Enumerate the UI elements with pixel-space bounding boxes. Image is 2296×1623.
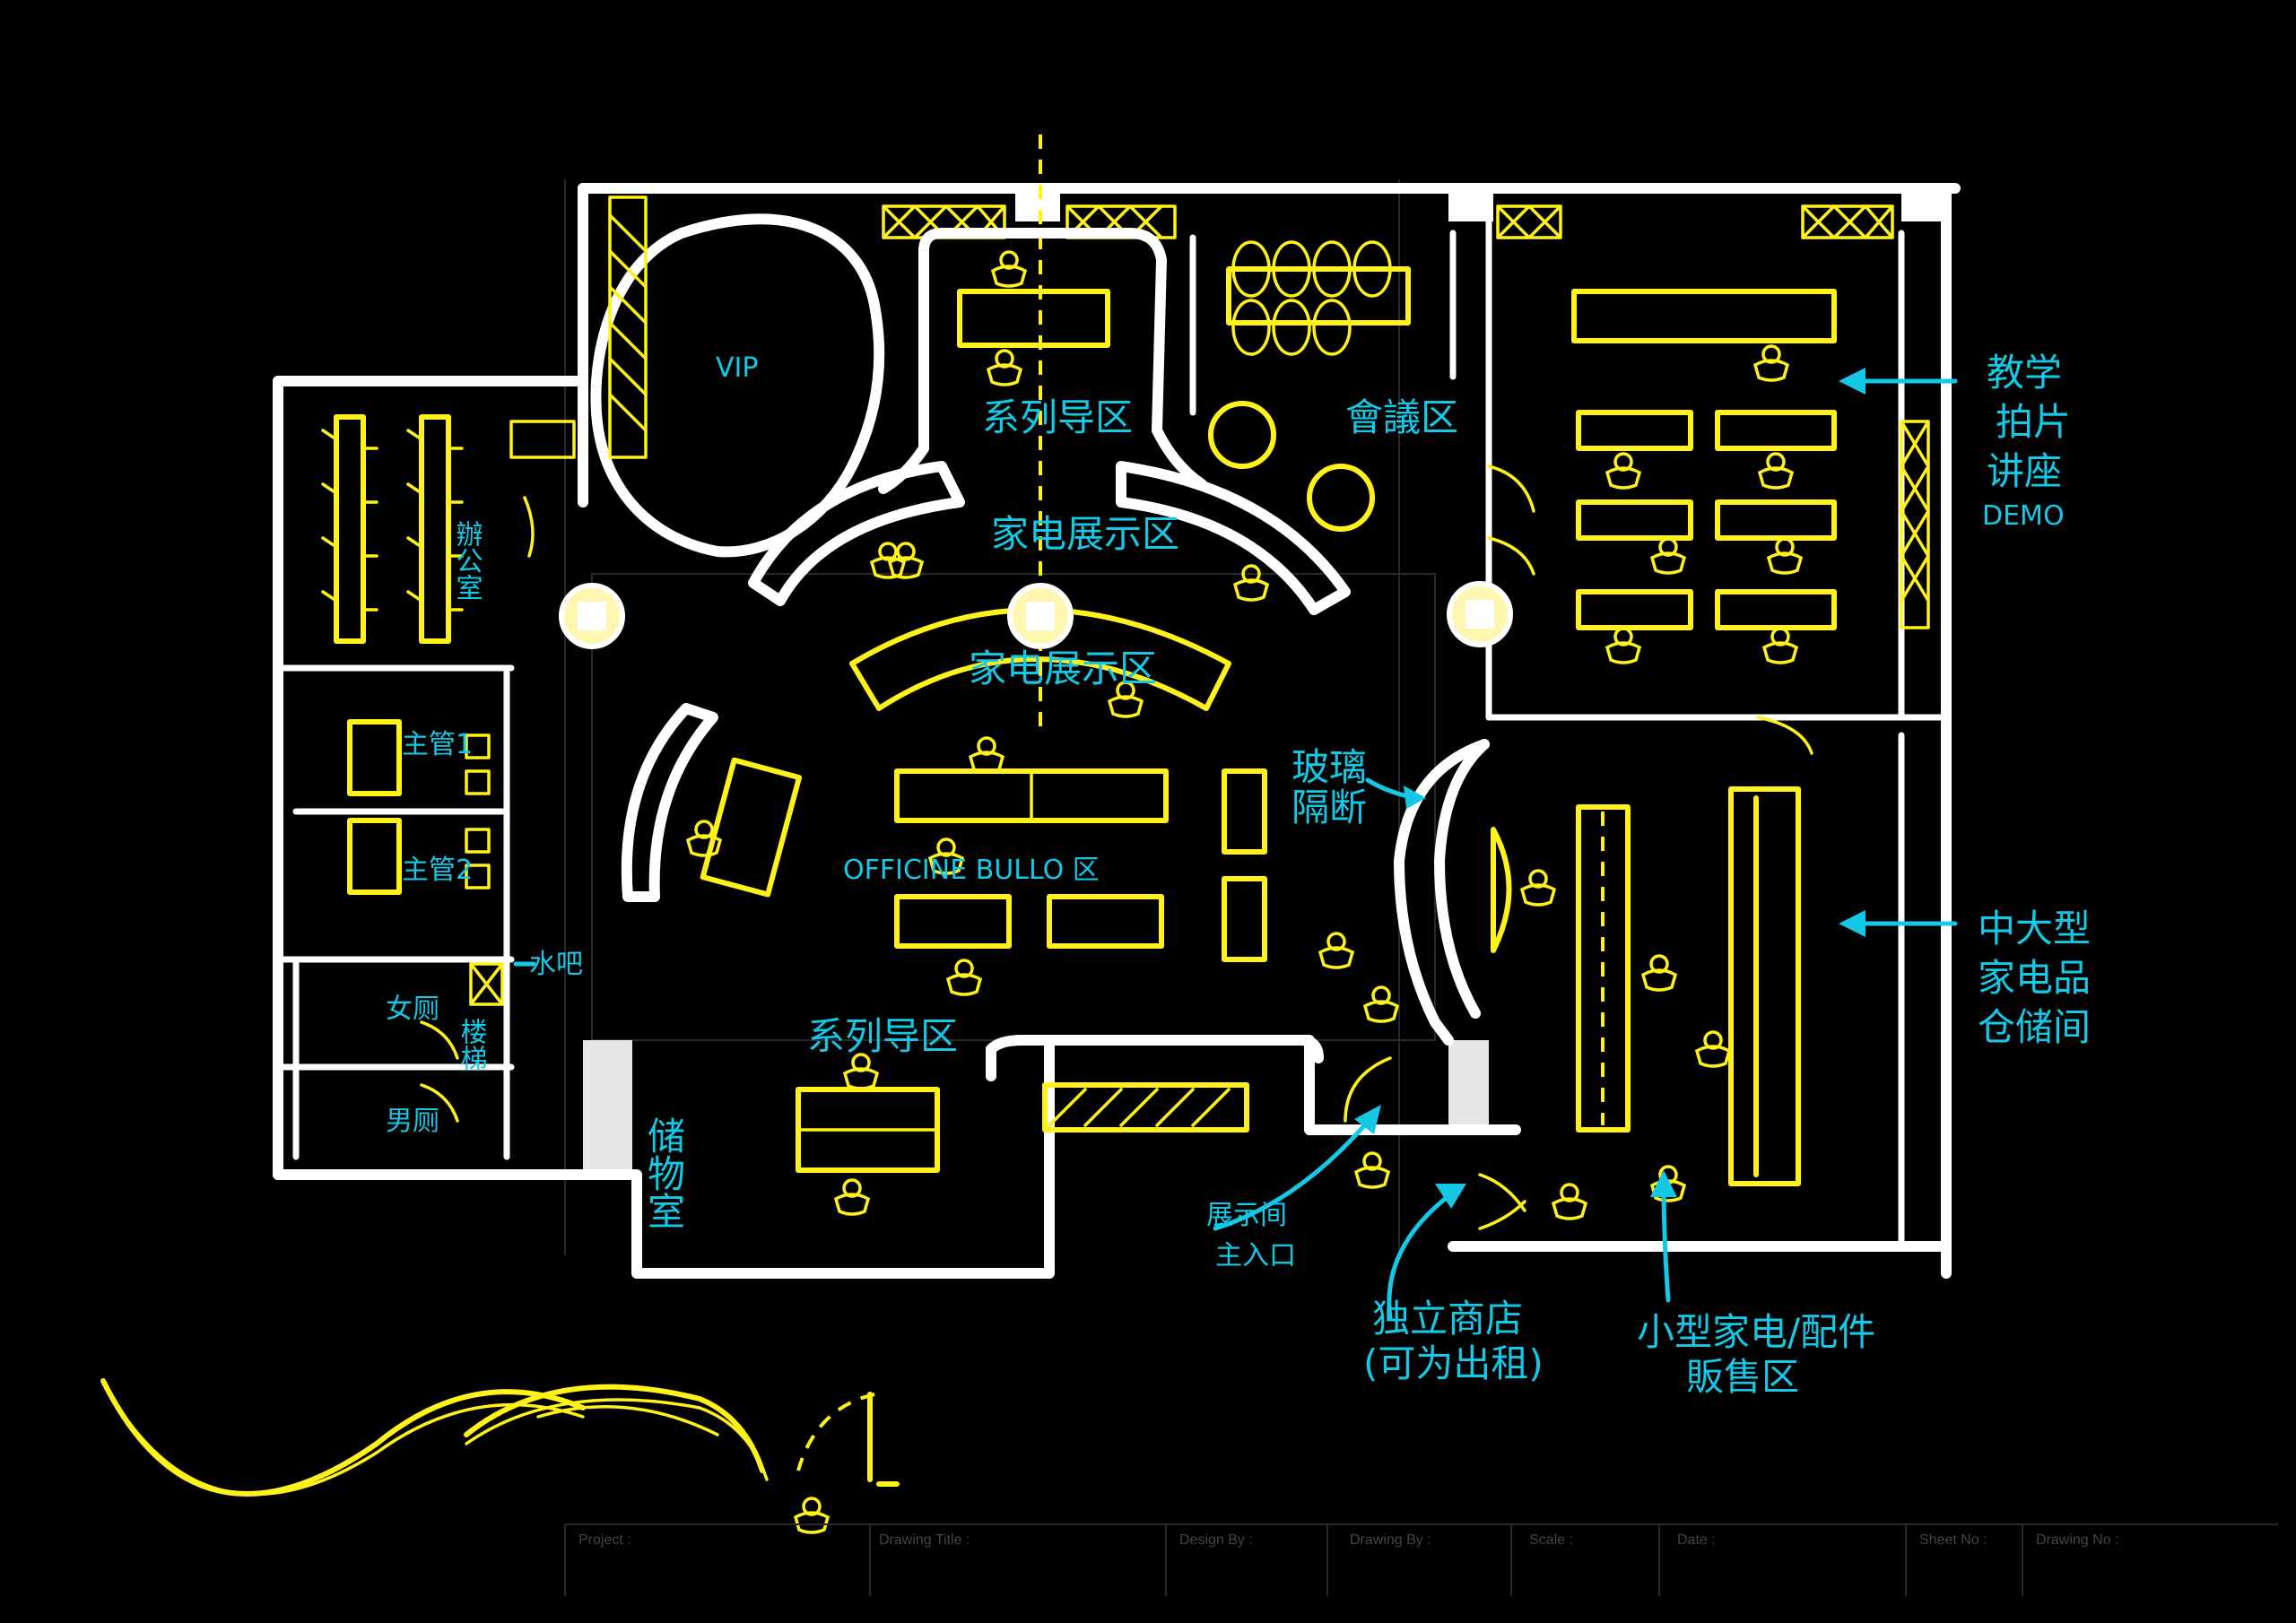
label-gents: 男厕	[386, 1106, 439, 1137]
label-teach-2: 拍片	[1996, 400, 2071, 444]
light-icon	[1010, 586, 1071, 647]
label-storage-small: 储物室	[642, 1116, 686, 1229]
light-icon	[561, 586, 622, 647]
doors	[523, 464, 1813, 1230]
tb-drawing-by: Drawing By :	[1350, 1532, 1431, 1548]
label-corridor: 楼梯	[456, 1018, 488, 1072]
restrooms	[292, 956, 459, 1160]
label-meeting: 會議区	[1345, 395, 1458, 439]
label-showroom-1: 展示间	[1206, 1200, 1287, 1231]
tb-drawing-no: Drawing No :	[2036, 1532, 2118, 1548]
label-ladies: 女厕	[386, 994, 439, 1025]
teaching-furniture	[1571, 289, 1837, 630]
label-office: 辦公室	[451, 520, 483, 601]
label-appliance-display-2: 家电展示区	[969, 647, 1157, 690]
label-large-2: 家电品	[1978, 956, 2091, 1000]
label-small-2: 販售区	[1686, 1355, 1799, 1399]
label-shop-2: (可为出租)	[1363, 1341, 1544, 1385]
person-symbols	[686, 344, 1803, 1534]
tb-scale: Scale :	[1529, 1532, 1573, 1548]
light-icon	[1449, 584, 1510, 645]
label-small-1: 小型家电/配件	[1637, 1310, 1875, 1354]
label-appliance-display-1: 家电展示区	[991, 512, 1179, 556]
label-director1: 主管1	[402, 729, 473, 760]
ceiling-lights	[561, 584, 1510, 647]
structural-bracing	[469, 204, 1930, 1006]
display-arcs	[748, 461, 1351, 711]
label-director2: 主管2	[402, 855, 473, 886]
tb-date: Date :	[1677, 1532, 1716, 1548]
tb-drawing-title: Drawing Title :	[879, 1532, 970, 1548]
label-large-1: 中大型	[1978, 907, 2091, 950]
central-furniture	[621, 703, 1324, 1173]
label-large-3: 仓储间	[1978, 1005, 2091, 1049]
label-glass-1: 玻璃	[1292, 745, 1367, 789]
meeting-room	[1189, 230, 1457, 532]
tb-project: Project :	[578, 1532, 631, 1548]
label-vip: VIP	[716, 352, 758, 384]
label-teach-3: 讲座	[1987, 449, 2062, 493]
annotation-arrows	[513, 368, 1958, 1321]
label-teach-1: 教学	[1987, 351, 2062, 395]
label-showroom-2: 主入口	[1215, 1240, 1296, 1271]
glass-partition	[1394, 739, 1490, 1046]
label-series-a: 系列导区	[982, 395, 1133, 439]
label-series-b: 系列导区	[807, 1014, 958, 1058]
label-shop-1: 独立商店	[1372, 1297, 1523, 1341]
series-corridor	[878, 228, 1207, 494]
label-glass-2: 隔断	[1292, 785, 1367, 829]
label-water: 水吧	[529, 949, 583, 980]
director-rooms	[292, 719, 506, 895]
label-teach-4: DEMO	[1982, 500, 2065, 532]
elevation-sketch	[100, 1378, 900, 1497]
label-officine: OFFICINE BULLO 区	[843, 855, 1100, 886]
office-workstations	[321, 414, 576, 644]
room-labels: VIP 系列导区 家电展示区 家电展示区 會議区 辦公室 主管1 主管2 水吧 …	[386, 351, 2091, 1399]
tb-sheet-no: Sheet No :	[1919, 1532, 1987, 1548]
exterior-walls	[273, 183, 1961, 1279]
appliance-storage	[1491, 732, 1905, 1250]
tb-design-by: Design By :	[1179, 1532, 1253, 1548]
title-block: Project : Drawing Title : Design By : Dr…	[564, 1523, 2278, 1596]
